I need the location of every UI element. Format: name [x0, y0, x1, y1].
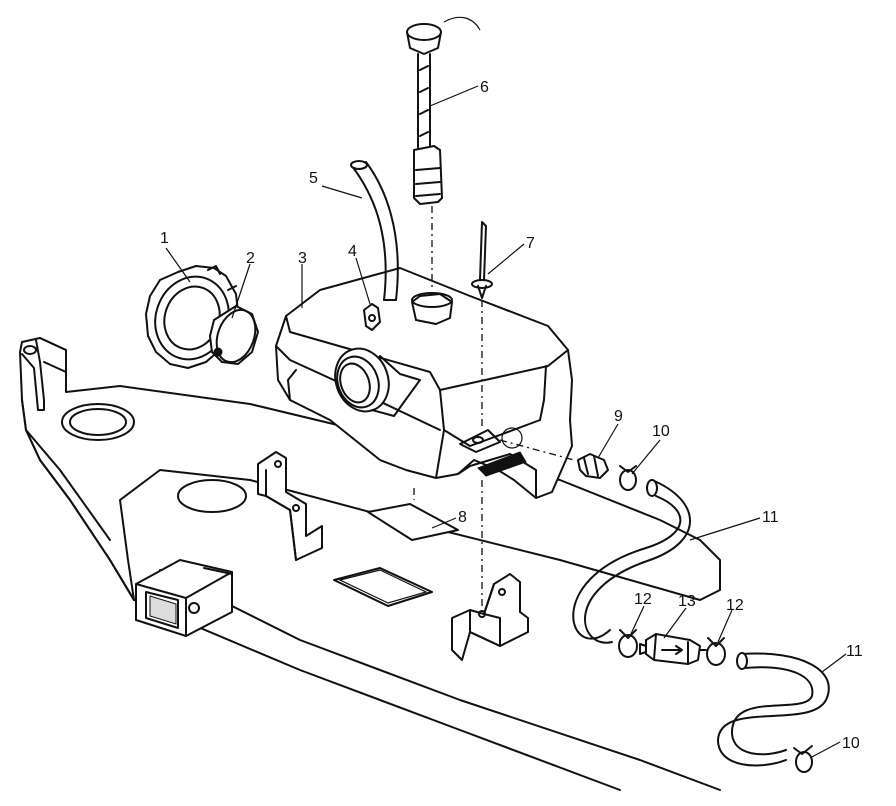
callout-3: 3: [298, 250, 307, 267]
fuel-hose-upper: [572, 479, 691, 644]
callout-11a: 11: [762, 509, 779, 526]
frame: [19, 337, 721, 791]
callout-labels: 1 2 3 4 5 6 7 8 9 10 11 12 13 12 11 10: [160, 79, 863, 752]
callout-10a: 10: [652, 423, 670, 440]
vent-hose: [350, 160, 399, 301]
callout-2: 2: [246, 250, 255, 267]
fuel-tank: [275, 267, 575, 499]
outlet-fitting: [577, 453, 609, 479]
callout-13: 13: [678, 593, 696, 610]
callout-12b: 12: [726, 597, 744, 614]
fuel-gauge-sender: [406, 16, 481, 290]
callout-11b: 11: [846, 643, 863, 660]
callout-5: 5: [309, 170, 318, 187]
callout-7: 7: [526, 235, 535, 252]
callout-9: 9: [614, 408, 623, 425]
callout-12a: 12: [634, 591, 652, 608]
callout-10b: 10: [842, 735, 860, 752]
clamp-12-right: [706, 637, 726, 666]
isolator-pad: [367, 488, 459, 541]
callout-6: 6: [480, 79, 489, 96]
mounting-bolt: [471, 221, 493, 610]
clamp-10-upper: [619, 465, 637, 491]
fuel-filter: [639, 633, 707, 665]
callout-4: 4: [348, 243, 357, 260]
clamp-10-lower: [793, 745, 813, 773]
callout-1: 1: [160, 230, 169, 247]
clamp-12-left: [618, 629, 638, 658]
callout-8: 8: [458, 509, 467, 526]
fuel-hose-lower: [717, 652, 830, 767]
cap-gasket: [209, 305, 259, 365]
leader-lines: [165, 85, 847, 759]
